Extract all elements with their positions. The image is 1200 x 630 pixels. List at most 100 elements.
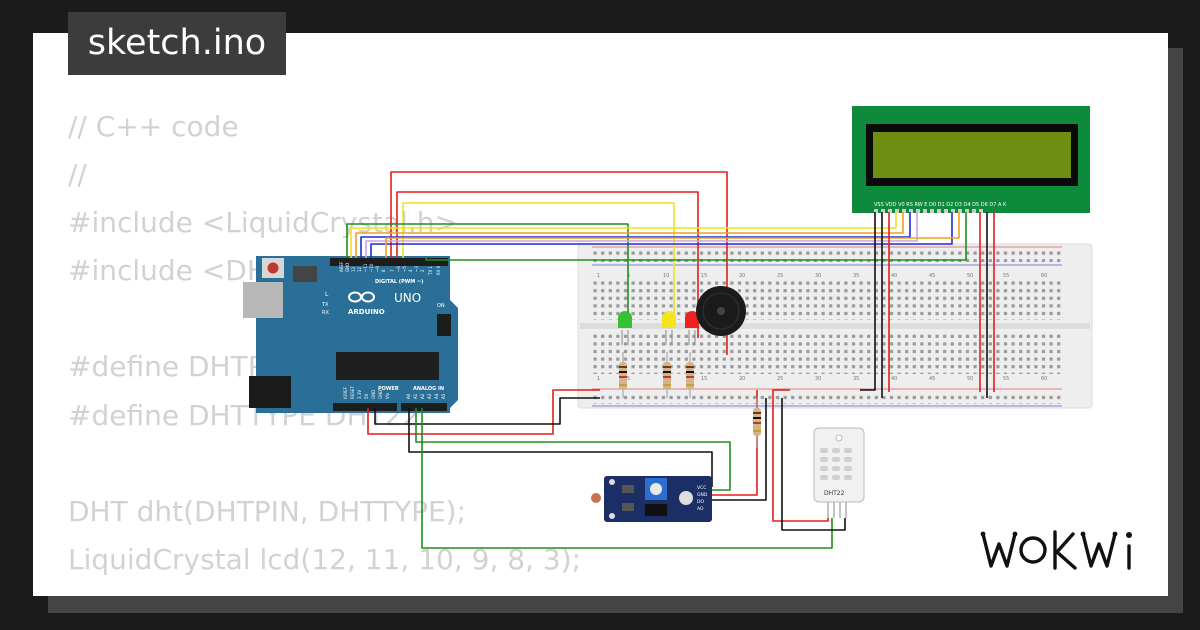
svg-text:60: 60 (1041, 273, 1047, 279)
svg-text:30: 30 (815, 376, 821, 382)
on-label: ON (437, 303, 445, 309)
wire-black (781, 398, 846, 531)
code-line: // (68, 158, 87, 192)
svg-text:12: 12 (357, 266, 362, 272)
atmega-chip (336, 352, 439, 380)
svg-text:GND: GND (697, 492, 708, 498)
svg-text:30: 30 (815, 273, 821, 279)
svg-text:AREF: AREF (339, 261, 344, 272)
power-header (333, 403, 397, 411)
svg-text:25: 25 (777, 273, 783, 279)
svg-text:10: 10 (663, 273, 669, 279)
svg-text:A2: A2 (420, 393, 425, 399)
wire-black (374, 397, 600, 425)
svg-text:VCC: VCC (697, 485, 706, 491)
digital-label: DIGITAL (PWM ~) (375, 279, 423, 285)
lcd-display[interactable]: VSS VDD V0 RS RW E D0 D1 D2 D3 D4 D5 D6 … (852, 106, 1090, 213)
svg-text:5V: 5V (364, 393, 369, 399)
led-green[interactable] (618, 311, 632, 345)
wire-red (390, 171, 728, 355)
svg-text:GND: GND (345, 263, 350, 272)
svg-text:GND: GND (378, 390, 383, 399)
svg-text:AO: AO (697, 506, 704, 512)
wire-violet (365, 212, 918, 258)
wokwi-logo-icon (980, 530, 1132, 570)
digital-header (330, 258, 448, 266)
svg-text:TX 1: TX 1 (428, 266, 433, 276)
svg-text:35: 35 (853, 273, 859, 279)
svg-text:~5: ~5 (402, 266, 407, 272)
svg-text:5: 5 (627, 376, 630, 382)
svg-text:GND: GND (371, 390, 376, 399)
svg-text:~3: ~3 (414, 266, 419, 272)
code-line: // C++ code (68, 110, 239, 143)
led-red[interactable] (685, 311, 699, 345)
photoresistor-icon (591, 493, 601, 503)
wires (346, 171, 995, 549)
svg-text:A1: A1 (413, 393, 418, 399)
wire-black (860, 212, 876, 391)
uno-label: UNO (394, 291, 421, 305)
code-line: DHT dht(DHTPIN, DHTTYPE); (68, 494, 467, 528)
resistor[interactable] (753, 398, 761, 448)
svg-text:~6: ~6 (396, 266, 401, 272)
led-yellow[interactable] (662, 311, 676, 345)
wire-red (367, 389, 600, 435)
svg-text:2: 2 (420, 269, 425, 272)
svg-text:15: 15 (701, 273, 707, 279)
svg-text:45: 45 (929, 273, 935, 279)
svg-text:A3: A3 (427, 393, 432, 399)
svg-text:7: 7 (390, 269, 395, 272)
wire-black (712, 398, 767, 501)
resistor[interactable] (619, 352, 627, 398)
breadboard: 1 5 10 15 20 25 30 35 40 45 50 55 60 1 5… (577, 243, 1093, 409)
wire-green (425, 212, 967, 261)
wire-red (396, 191, 699, 338)
svg-text:A0: A0 (406, 393, 411, 399)
arduino-uno-board[interactable]: AREF GND 13 12 ~11 ~10 ~9 8 7 ~6 ~5 4 ~3… (243, 256, 458, 413)
svg-text:40: 40 (891, 273, 897, 279)
wire-orange (385, 212, 960, 258)
buzzer[interactable] (696, 286, 746, 336)
power-jack (249, 376, 291, 408)
dht22-sensor[interactable]: DHT22 (813, 427, 865, 518)
svg-text:60: 60 (1041, 376, 1047, 382)
light-sensor-module[interactable]: VCC GND DO AO (591, 476, 712, 522)
svg-text:~9: ~9 (375, 266, 380, 272)
rx-label: RX (322, 310, 329, 316)
arduino-logo-icon (348, 291, 375, 303)
svg-text:3.3V: 3.3V (357, 390, 362, 399)
l-label: L (325, 291, 329, 298)
dht22-label: DHT22 (824, 490, 845, 497)
wire-blue (370, 212, 953, 258)
svg-text:20: 20 (739, 376, 745, 382)
wire-yellow (402, 202, 675, 320)
power-label: POWER (378, 386, 399, 392)
resistor[interactable] (663, 352, 671, 398)
svg-text:40: 40 (891, 376, 897, 382)
resistor[interactable] (686, 352, 694, 398)
lcd-pins (874, 209, 983, 213)
tx-label: TX (321, 302, 329, 308)
svg-text:25: 25 (777, 376, 783, 382)
svg-text:15: 15 (701, 376, 707, 382)
wire-orange (355, 212, 904, 258)
svg-text:A5: A5 (441, 393, 446, 399)
lcd-pin-labels: VSS VDD V0 RS RW E D0 D1 D2 D3 D4 D5 D6 … (874, 202, 1007, 208)
svg-text:Vin: Vin (385, 392, 390, 399)
code-background: // C++ code // #include <LiquidCrystal.h… (68, 103, 581, 584)
icsp-header (437, 314, 451, 336)
file-name-tag: sketch.ino (68, 12, 286, 75)
breadboard-column-numbers: 1 5 10 15 20 25 30 35 40 45 50 55 60 1 5… (597, 273, 1047, 382)
svg-text:55: 55 (1003, 376, 1009, 382)
svg-text:DO: DO (697, 499, 704, 505)
svg-text:IOREF: IOREF (343, 386, 348, 399)
svg-text:8: 8 (381, 269, 386, 272)
svg-text:~10: ~10 (369, 263, 374, 272)
svg-text:A4: A4 (434, 393, 439, 399)
analog-header (401, 403, 447, 411)
wire-blue (360, 212, 911, 258)
usb-port (243, 282, 283, 318)
svg-text:55: 55 (1003, 273, 1009, 279)
